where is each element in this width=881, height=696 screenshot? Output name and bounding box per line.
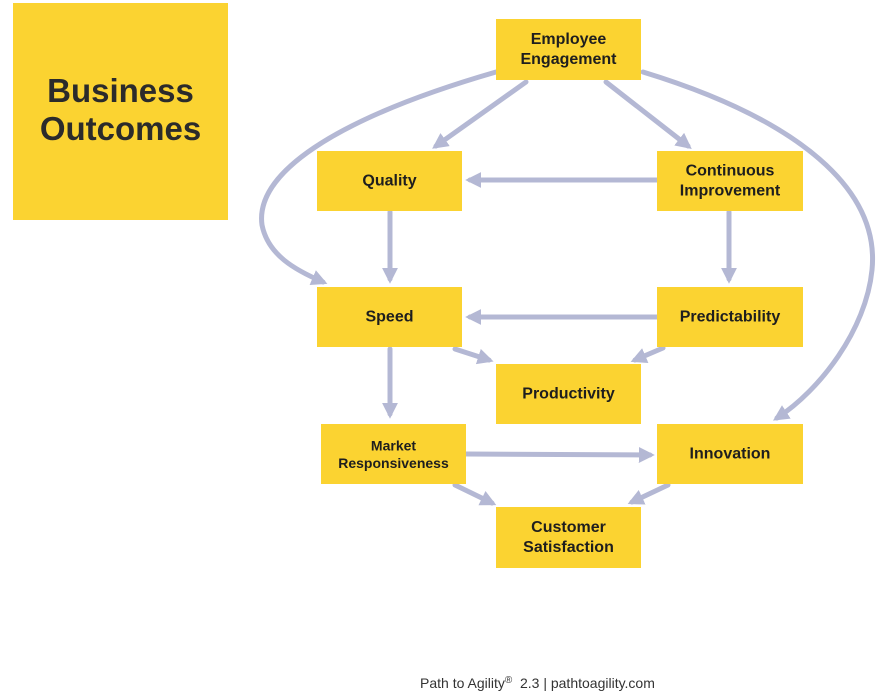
node-label-customer-satisfaction-line-1: Customer xyxy=(531,519,606,536)
arrow-market-responsiveness-to-customer-satisfaction xyxy=(452,482,497,506)
footer: Path to Agility® 2.3 | pathtoagility.com xyxy=(420,675,655,691)
node-box-layer xyxy=(317,19,803,568)
node-label-productivity: Productivity xyxy=(522,386,615,403)
footer-brand: Path to Agility xyxy=(420,675,505,691)
node-label-employee-engagement-line-1: Employee xyxy=(531,31,607,48)
node-predictability xyxy=(657,287,803,347)
node-innovation xyxy=(657,424,803,484)
business-outcomes-title-box: Business Outcomes xyxy=(13,3,228,220)
node-label-continuous-improvement-line-1: Continuous xyxy=(686,163,775,180)
node-label-customer-satisfaction-line-2: Satisfaction xyxy=(523,539,614,556)
node-continuous-improvement xyxy=(657,151,803,211)
node-quality xyxy=(317,151,462,211)
node-speed xyxy=(317,287,462,347)
arrow-innovation-to-customer-satisfaction xyxy=(627,482,671,505)
arrow-engagement-to-speed xyxy=(259,69,499,285)
business-outcomes-title: Business Outcomes xyxy=(39,72,202,147)
arrow-market-responsiveness-to-innovation xyxy=(463,446,655,463)
arrow-engagement-to-quality xyxy=(432,79,529,149)
node-label-innovation: Innovation xyxy=(690,446,771,463)
node-market-responsiveness xyxy=(321,424,466,484)
arrow-layer xyxy=(259,69,876,506)
node-label-market-responsiveness-line-2: Responsiveness xyxy=(338,455,449,471)
arrow-speed-to-productivity xyxy=(452,346,494,365)
node-label-predictability: Predictability xyxy=(680,309,781,326)
node-customer-satisfaction xyxy=(496,507,641,568)
node-label-speed: Speed xyxy=(365,309,413,326)
arrow-engagement-to-continuous-improvement xyxy=(603,79,692,149)
arrow-predictability-to-productivity xyxy=(630,345,666,363)
arrow-engagement-to-innovation xyxy=(640,69,876,421)
footer-registered-mark: ® xyxy=(504,675,513,686)
node-label-quality: Quality xyxy=(362,173,416,190)
footer-version-site: 2.3 | pathtoagility.com xyxy=(519,675,655,691)
node-label-market-responsiveness-line-1: Market xyxy=(371,437,416,453)
node-label-continuous-improvement-line-2: Improvement xyxy=(680,183,781,200)
node-productivity xyxy=(496,364,641,424)
node-employee-engagement xyxy=(496,19,641,80)
node-label-employee-engagement-line-2: Engagement xyxy=(520,51,617,68)
